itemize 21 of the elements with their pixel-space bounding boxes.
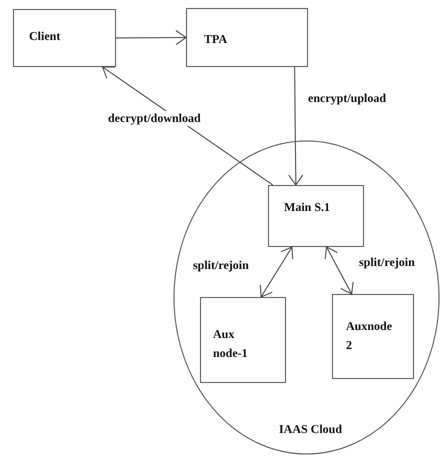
process-box	[186, 8, 308, 67]
edge-label: split/rejoin	[358, 255, 416, 270]
node-label: Client	[29, 28, 62, 45]
edge-label: split/rejoin	[192, 258, 250, 273]
process-box	[332, 294, 414, 379]
arrow	[288, 66, 304, 186]
process-box	[268, 185, 364, 247]
node-label: TPA	[204, 31, 228, 48]
edge-label: decrypt/download	[107, 111, 202, 126]
arrow	[324, 246, 354, 294]
arrow	[102, 66, 274, 186]
process-box	[200, 297, 286, 383]
cloud-ellipse	[173, 140, 440, 455]
group-label: IAAS Cloud	[279, 421, 344, 438]
arrow	[260, 246, 294, 298]
process-box	[13, 9, 116, 67]
node-label: Aux node-1	[213, 326, 249, 362]
edge-label: encrypt/upload	[307, 91, 388, 106]
arrow	[116, 30, 186, 46]
node-label: Auxnode 2	[346, 318, 394, 354]
node-label: Main S.1	[284, 199, 332, 216]
